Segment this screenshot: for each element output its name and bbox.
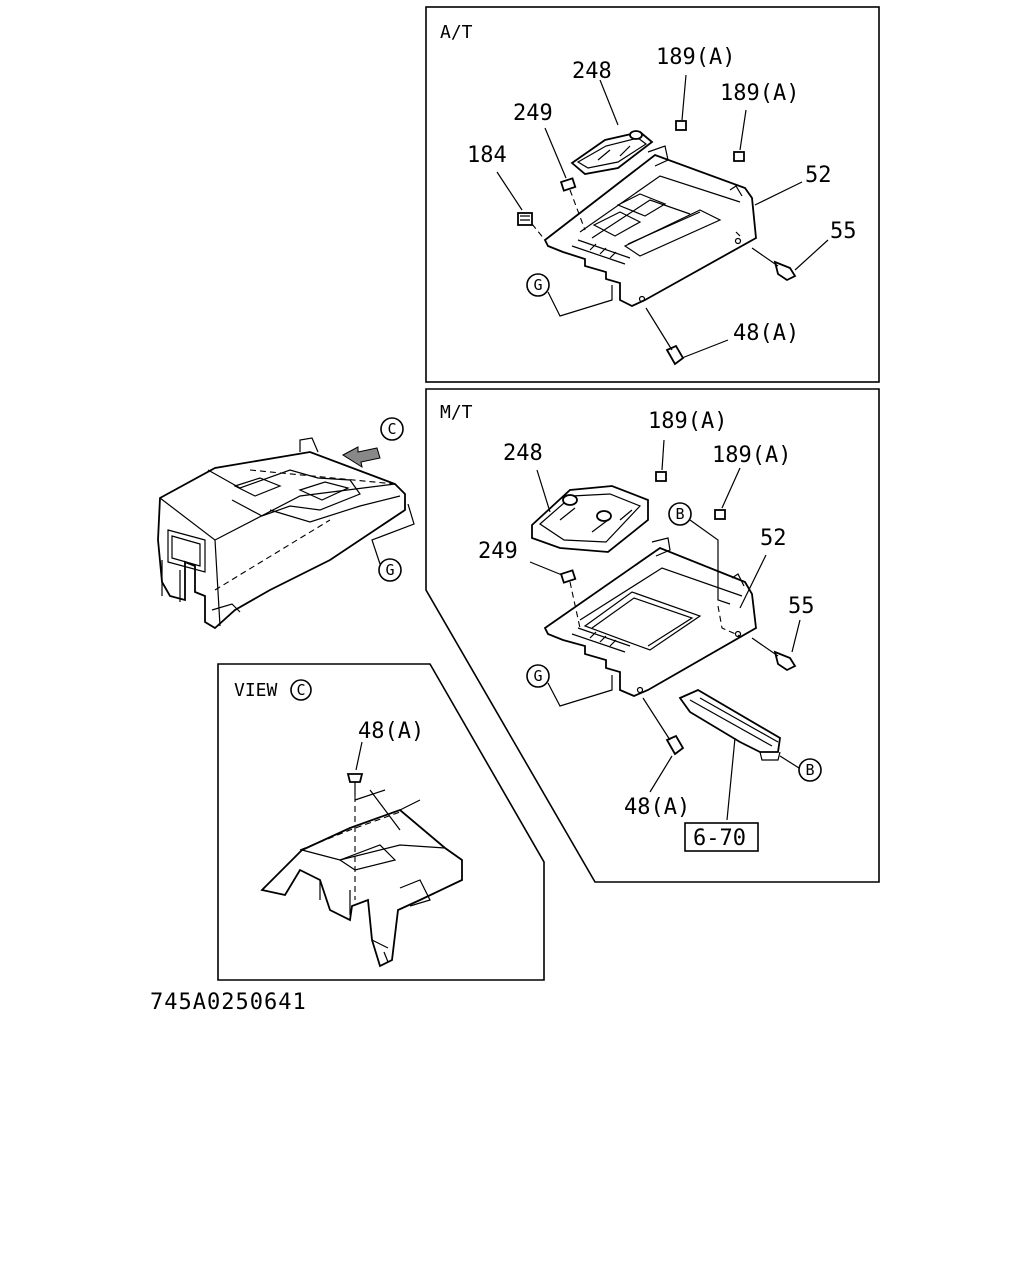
view-console-underside bbox=[260, 789, 463, 968]
mt-label-248: 248 bbox=[503, 441, 543, 466]
at-part-184 bbox=[517, 212, 533, 226]
at-label-55: 55 bbox=[830, 219, 857, 244]
at-part-189a-1 bbox=[675, 120, 687, 131]
at-label-249: 249 bbox=[513, 101, 553, 126]
at-callout-g bbox=[526, 273, 550, 297]
at-part-48a bbox=[645, 307, 685, 366]
mt-part-249 bbox=[559, 569, 577, 584]
at-part-55 bbox=[751, 247, 797, 282]
view-part-48a bbox=[346, 741, 364, 900]
mt-part-55 bbox=[751, 637, 797, 672]
overview-assembly: C G bbox=[157, 417, 415, 630]
svg-text:B: B bbox=[675, 505, 684, 523]
mt-reference-box[interactable] bbox=[684, 822, 759, 852]
overview-arrow bbox=[342, 446, 381, 469]
mt-label-48a: 48(A) bbox=[624, 795, 690, 820]
at-label-48a: 48(A) bbox=[733, 321, 799, 346]
mt-part-189a-1 bbox=[655, 471, 667, 482]
at-panel-title: A/T bbox=[440, 22, 473, 43]
at-part-249 bbox=[559, 177, 577, 192]
at-part-189a-2 bbox=[733, 151, 745, 162]
view-label-48a: 48(A) bbox=[358, 719, 424, 744]
view-panel-frame bbox=[217, 663, 545, 981]
svg-text:B: B bbox=[805, 761, 814, 779]
svg-text:G: G bbox=[533, 276, 542, 294]
mt-reference-label[interactable]: 6-70 bbox=[693, 826, 746, 851]
view-panel-title: VIEW bbox=[234, 680, 278, 701]
svg-text:C: C bbox=[296, 681, 305, 699]
mt-bracket bbox=[678, 688, 781, 761]
at-panel-frame bbox=[425, 6, 880, 383]
view-panel: VIEW C 48(A) bbox=[217, 663, 545, 981]
overview-callout-g bbox=[378, 558, 402, 582]
at-label-248: 248 bbox=[572, 59, 612, 84]
view-title-callout-c bbox=[290, 679, 312, 701]
at-label-189a-1: 189(A) bbox=[656, 45, 735, 70]
document-code: 745A0250641 bbox=[150, 990, 307, 1015]
at-panel: A/T bbox=[425, 6, 880, 383]
mt-callout-g bbox=[526, 664, 550, 688]
svg-text:C: C bbox=[387, 420, 396, 438]
mt-panel: M/T bbox=[425, 388, 880, 883]
mt-part-189a-2 bbox=[714, 509, 726, 520]
mt-console-body bbox=[543, 537, 757, 697]
at-label-189a-2: 189(A) bbox=[720, 81, 799, 106]
overview-callout-c bbox=[380, 417, 404, 441]
mt-callout-b2 bbox=[798, 758, 822, 782]
mt-part-48a bbox=[642, 697, 685, 756]
mt-label-55: 55 bbox=[788, 594, 815, 619]
at-label-52: 52 bbox=[805, 163, 832, 188]
mt-label-189a-1: 189(A) bbox=[648, 409, 727, 434]
mt-label-52: 52 bbox=[760, 526, 787, 551]
mt-panel-title: M/T bbox=[440, 402, 473, 423]
mt-callout-b1 bbox=[668, 502, 692, 526]
at-part-248 bbox=[570, 130, 654, 175]
mt-part-248 bbox=[531, 485, 649, 553]
mt-label-189a-2: 189(A) bbox=[712, 443, 791, 468]
mt-label-249: 249 bbox=[478, 539, 518, 564]
at-console-body bbox=[543, 145, 757, 307]
at-label-184: 184 bbox=[467, 143, 507, 168]
mt-panel-frame bbox=[425, 388, 880, 883]
svg-text:G: G bbox=[385, 561, 394, 579]
svg-text:G: G bbox=[533, 667, 542, 685]
